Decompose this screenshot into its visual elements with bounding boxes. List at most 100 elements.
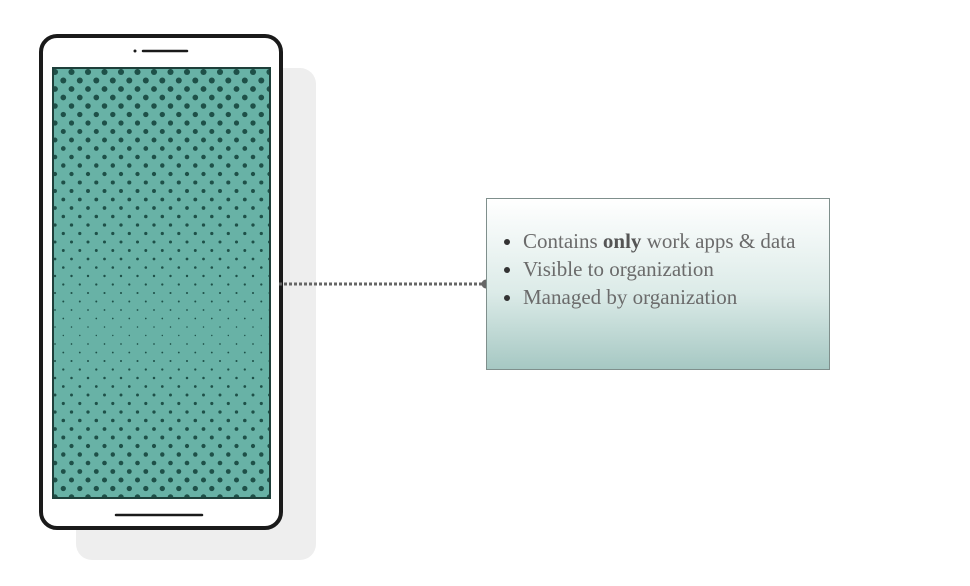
screen-dot (144, 418, 148, 423)
screen-dot (102, 206, 107, 210)
screen-dot (260, 283, 263, 286)
screen-dot (120, 343, 122, 345)
screen-dot (208, 77, 215, 84)
screen-dot (169, 274, 172, 278)
screen-dot (209, 435, 214, 440)
screen-dot (201, 460, 206, 466)
screen-dot (217, 103, 223, 109)
screen-dot (87, 343, 89, 345)
screen-dot (252, 343, 254, 345)
screen-dot (159, 77, 166, 84)
screen-dot (235, 376, 238, 380)
screen-dot (176, 485, 182, 492)
bullet-text: work apps & data (641, 229, 796, 253)
screen-dot (184, 460, 190, 466)
screen-dot (119, 359, 123, 363)
screen-dot (209, 485, 215, 492)
screen-dot (218, 240, 222, 244)
screen-dot (78, 266, 82, 269)
screen-dot (60, 94, 67, 101)
screen-dot (201, 206, 206, 210)
screen-dot (209, 452, 215, 457)
screen-dot (160, 214, 165, 219)
screen-dot (61, 418, 66, 423)
screen-dot (53, 376, 57, 380)
screen-dot (136, 393, 139, 397)
screen-dot (118, 460, 124, 466)
screen-dot (135, 154, 140, 160)
screen-dot (53, 274, 57, 278)
screen-dot (185, 427, 189, 431)
screen-dot (118, 103, 124, 109)
screen-dot (242, 111, 248, 118)
screen-dot (110, 180, 115, 185)
screen-dot (185, 240, 189, 244)
screen-dot (78, 317, 81, 320)
screen-dot (192, 77, 199, 84)
screen-dot (69, 189, 74, 193)
screen-dot (135, 443, 140, 449)
screen-dot (62, 283, 65, 286)
screen-dot (69, 137, 74, 143)
screen-dot (153, 343, 155, 345)
screen-dot (242, 485, 248, 492)
screen-dot (193, 214, 198, 219)
screen-dot (176, 163, 182, 168)
screen-dot (193, 401, 197, 406)
screen-dot (135, 189, 140, 193)
screen-dot (218, 206, 222, 210)
screen-dot (249, 68, 257, 76)
screen-dot (110, 197, 115, 202)
screen-dot (241, 94, 248, 101)
screen-dot (86, 189, 90, 193)
screen-dot (218, 393, 222, 397)
screen-dot (186, 309, 188, 311)
screen-dot (258, 146, 264, 151)
screen-dot (234, 443, 239, 449)
screen-dot (127, 435, 132, 440)
screen-dot (250, 86, 256, 92)
screen-dot (93, 146, 99, 151)
screen-dot (60, 485, 66, 492)
screen-dot (143, 435, 148, 440)
screen-dot (135, 460, 140, 466)
screen-dot (144, 249, 148, 252)
screen-dot (161, 334, 164, 337)
screen-dot (169, 376, 172, 380)
screen-dot (62, 266, 65, 269)
screen-dot (101, 103, 108, 109)
screen-dot (126, 77, 133, 84)
bullet-item: Visible to organization (523, 255, 815, 283)
screen-dot (86, 223, 90, 227)
screen-dot (193, 231, 197, 236)
screen-dot (93, 77, 100, 84)
screen-dot (217, 120, 223, 126)
screen-dot (200, 103, 207, 109)
screen-dot (243, 249, 247, 252)
screen-dot (210, 266, 214, 269)
screen-dot (69, 223, 74, 227)
screen-dot (62, 300, 65, 303)
screen-dot (153, 309, 155, 311)
screen-dot (128, 334, 131, 337)
screen-dot (127, 249, 131, 252)
screen-dot (136, 257, 139, 261)
screen-dot (102, 427, 107, 431)
screen-dot (136, 359, 139, 363)
screen-dot (210, 368, 213, 371)
screen-dot (219, 309, 221, 311)
screen-dot (260, 368, 263, 371)
screen-dot (202, 376, 205, 380)
screen-dot (259, 385, 263, 388)
screen-dot (210, 231, 214, 236)
screen-dot (136, 326, 139, 328)
screen-dot (186, 343, 188, 345)
screen-dot (86, 257, 90, 261)
screen-dot (95, 266, 98, 269)
screen-dot (177, 401, 181, 406)
screen-dot (95, 300, 98, 303)
screen-dot (168, 154, 173, 160)
screen-dot (119, 240, 123, 244)
bullet-item: Managed by organization (523, 283, 815, 311)
screen-dot (226, 197, 231, 202)
